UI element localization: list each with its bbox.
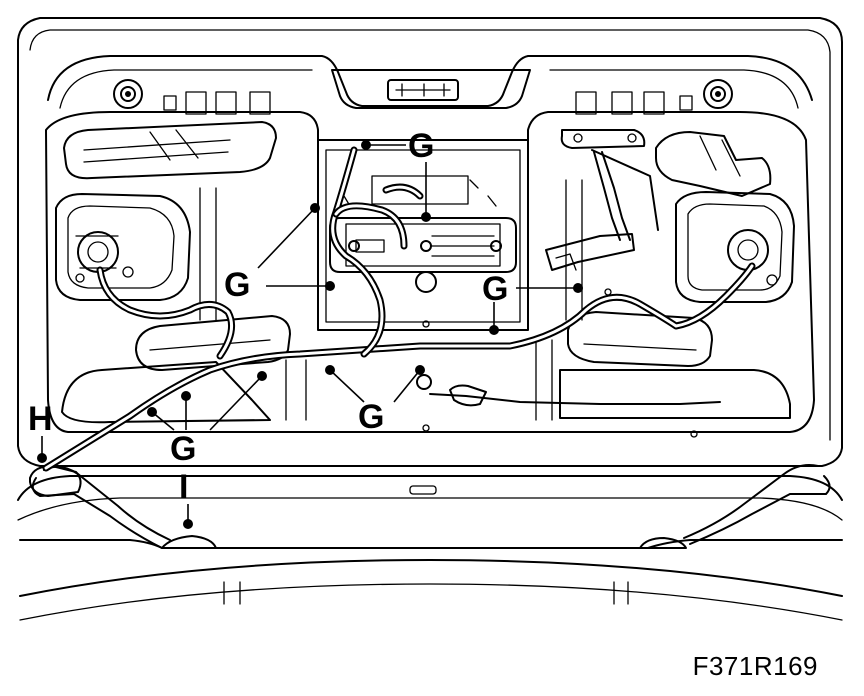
callout-g-top: G: [408, 127, 434, 165]
harness-clips: [37, 140, 583, 529]
upper-right-bracket: [560, 129, 659, 241]
right-hinge-arm: [683, 464, 831, 545]
right-cover-flap: [655, 131, 772, 197]
callout-g-bottom-left: G: [170, 430, 196, 468]
panel-ribs: [199, 179, 698, 438]
upper-left-bracket: [63, 121, 277, 180]
callout-leaders: [41, 144, 578, 524]
callout-g-bottom-center: G: [358, 398, 384, 436]
left-lower-trough: [61, 315, 291, 424]
top-openings: [163, 91, 693, 115]
inner-panel: [45, 111, 815, 433]
callout-g-left: G: [224, 266, 250, 304]
callout-i: I: [179, 468, 188, 506]
lower-sill: [17, 475, 843, 621]
latch-handle: [331, 69, 531, 109]
tailgate-outer-panel: [17, 17, 843, 467]
callout-g-right: G: [482, 270, 508, 308]
callout-labels: G G G G G H I: [28, 127, 508, 506]
left-taillight-housing: [55, 193, 191, 301]
bumper-stop-left: [113, 79, 143, 109]
bumper-stop-right: [703, 79, 733, 109]
figure-code: F371R169: [692, 651, 818, 681]
callout-h: H: [28, 400, 53, 438]
wiring-harness: [42, 146, 756, 472]
